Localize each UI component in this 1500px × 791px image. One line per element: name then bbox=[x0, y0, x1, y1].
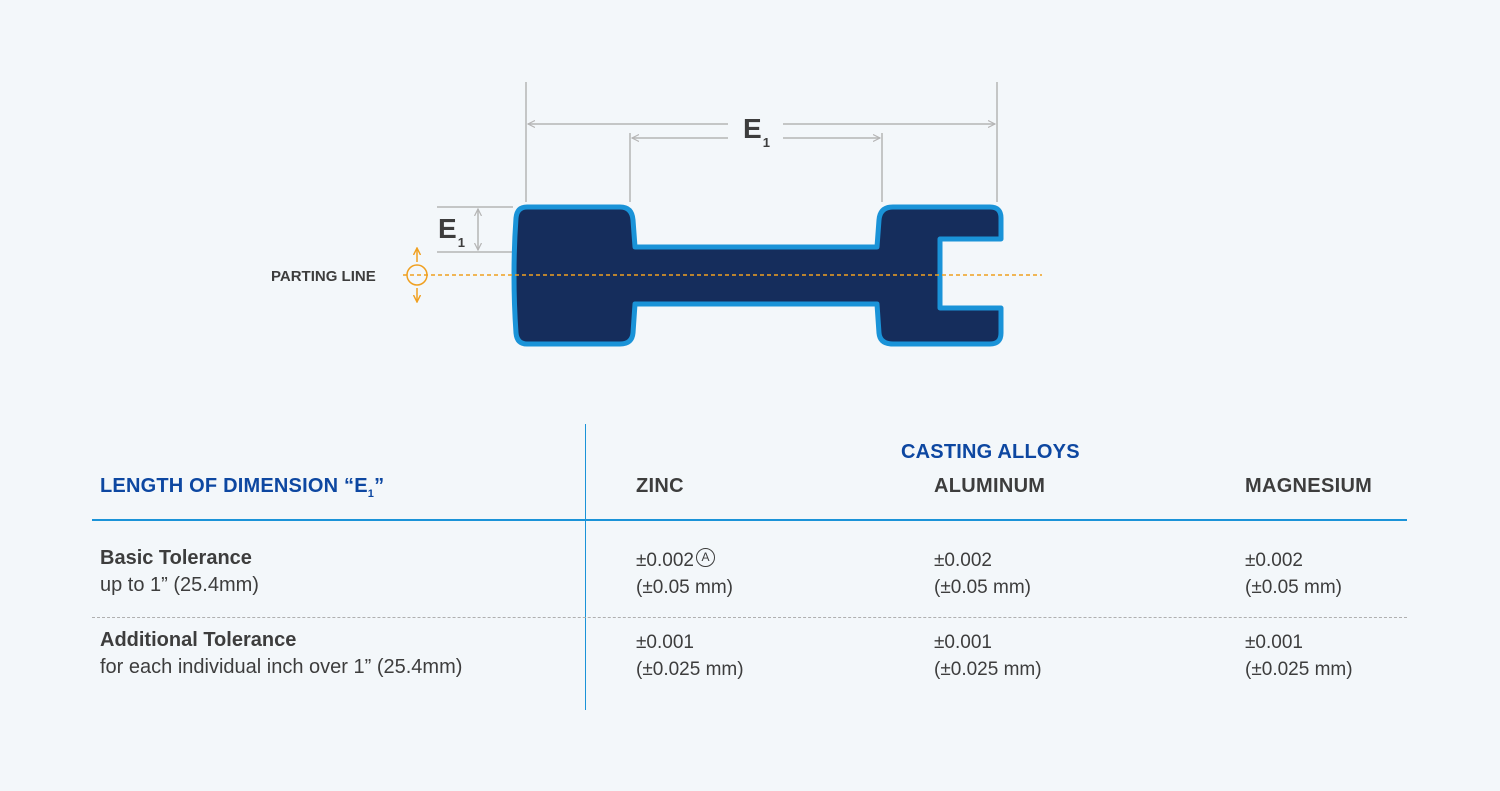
dimension-label-overall: E1 bbox=[743, 113, 770, 150]
dimension-lines bbox=[478, 124, 995, 250]
value-cell-aluminum-basic: ±0.002 (±0.05 mm) bbox=[934, 550, 1031, 598]
row-subtitle: up to 1” (25.4mm) bbox=[100, 574, 259, 596]
column-divider bbox=[585, 424, 586, 710]
dimension-header: LENGTH OF DIMENSION “E1” bbox=[100, 475, 385, 500]
dimension-label-height: E1 bbox=[438, 213, 465, 250]
note-a-icon: A bbox=[695, 548, 715, 567]
row-title: Basic Tolerance bbox=[100, 547, 252, 569]
row-divider bbox=[92, 617, 1407, 618]
parting-line-symbol bbox=[406, 248, 428, 302]
casting-diagram: E1 E1 PARTING LINE bbox=[271, 82, 1042, 347]
row-title: Additional Tolerance bbox=[100, 629, 297, 651]
value-cell-magnesium-additional: ±0.001 (±0.025 mm) bbox=[1245, 632, 1353, 680]
header-rule bbox=[92, 519, 1407, 521]
column-header-aluminum: ALUMINUM bbox=[934, 475, 1046, 497]
value-cell-zinc-additional: ±0.001 (±0.025 mm) bbox=[636, 632, 744, 680]
column-header-zinc: ZINC bbox=[636, 475, 684, 497]
row-subtitle: for each individual inch over 1” (25.4mm… bbox=[100, 656, 463, 678]
column-header-magnesium: MAGNESIUM bbox=[1245, 475, 1373, 497]
value-cell-magnesium-basic: ±0.002 (±0.05 mm) bbox=[1245, 550, 1342, 598]
casting-part bbox=[511, 204, 1004, 347]
table-row: Additional Tolerance for each individual… bbox=[100, 629, 462, 679]
parting-line-label: PARTING LINE bbox=[271, 268, 376, 285]
table-row: Basic Tolerance up to 1” (25.4mm) bbox=[100, 547, 259, 597]
casting-alloys-header: CASTING ALLOYS bbox=[901, 441, 1080, 463]
value-cell-aluminum-additional: ±0.001 (±0.025 mm) bbox=[934, 632, 1042, 680]
